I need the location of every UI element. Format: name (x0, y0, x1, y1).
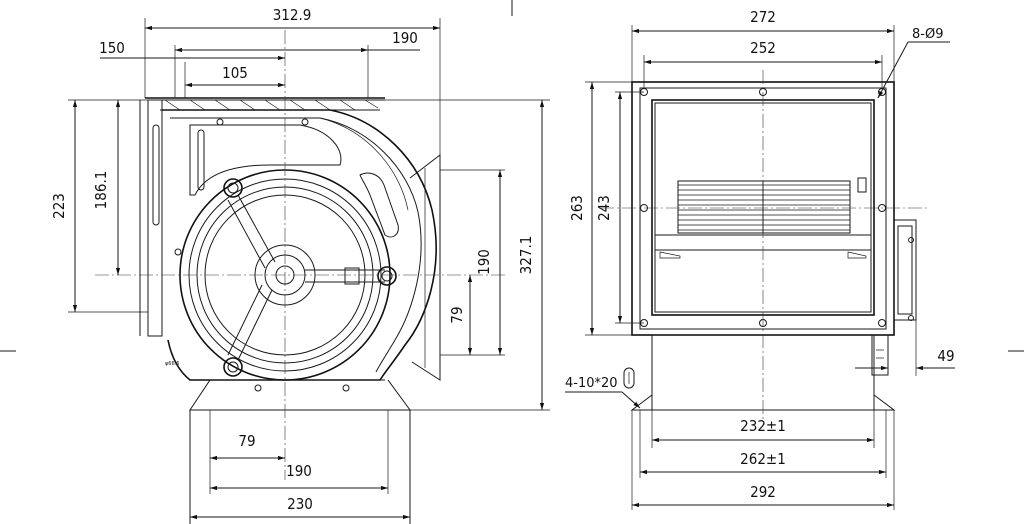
dim-252: 252 (750, 39, 776, 57)
left-view: φ66.6 312.9 150 190 1 (50, 6, 550, 524)
dim-272: 272 (750, 8, 776, 26)
dim-150: 150 (99, 39, 125, 57)
base-foot (189, 379, 411, 524)
dim-312-9: 312.9 (273, 6, 312, 24)
right-view: 272 252 8-Ø9 263 243 49 4-10*20 (565, 8, 955, 510)
dim-327-1: 327.1 (517, 236, 535, 275)
dim-190-bottom: 190 (286, 462, 312, 480)
motor-box (871, 219, 917, 376)
motor-label: φ66.6 (165, 361, 179, 367)
slot-icon (623, 367, 635, 389)
label-slots: 4-10*20 (565, 376, 618, 391)
dim-49: 49 (937, 347, 954, 365)
impeller-drum (677, 177, 867, 234)
dim-232: 232±1 (740, 417, 786, 435)
outlet-flange-top (145, 97, 385, 111)
dim-79-right: 79 (448, 306, 466, 323)
page-edge-marks (0, 0, 1024, 352)
dim-230: 230 (287, 495, 313, 513)
dim-190-right: 190 (475, 249, 493, 275)
dim-186-1: 186.1 (92, 171, 110, 210)
scroll-housing (162, 109, 441, 381)
dim-105: 105 (222, 64, 248, 82)
side-bracket (147, 99, 163, 337)
dim-292: 292 (750, 483, 776, 501)
dim-262: 262±1 (740, 450, 786, 468)
dim-223: 223 (50, 193, 68, 219)
label-8-holes: 8-Ø9 (912, 27, 943, 42)
dim-79-bottom: 79 (238, 432, 255, 450)
dim-190-top: 190 (392, 29, 418, 47)
dim-263: 263 (568, 195, 586, 221)
